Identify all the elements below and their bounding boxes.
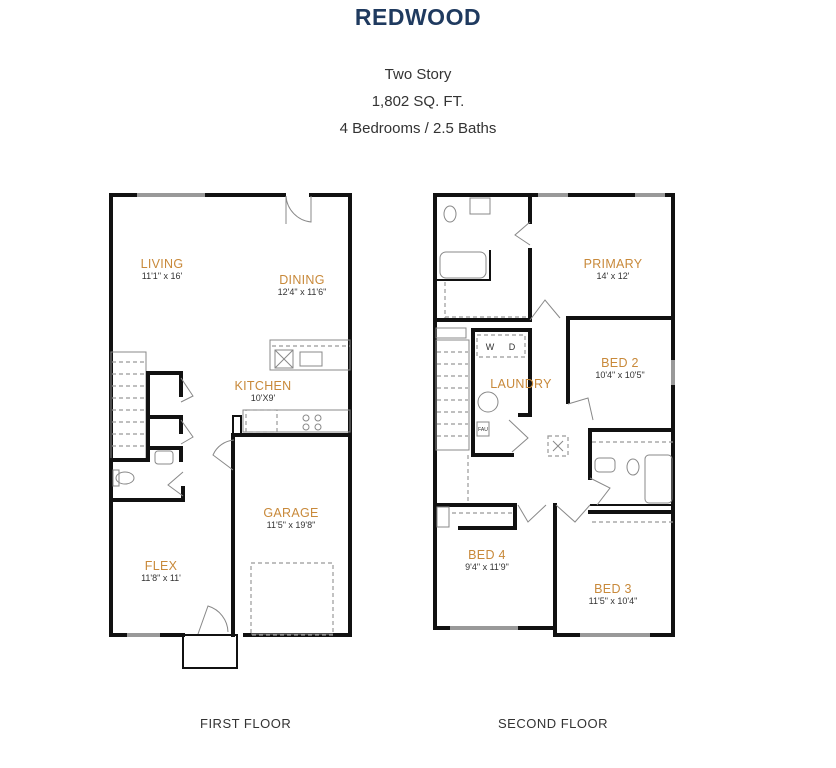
room-dims-kitchen: 10'X9' <box>251 393 276 403</box>
beds-baths-text: 4 Bedrooms / 2.5 Baths <box>339 120 497 137</box>
room-name-kitchen: KITCHEN <box>235 379 292 393</box>
room-name-garage: GARAGE <box>263 506 318 520</box>
room-dims-bed2: 10'4" x 10'5" <box>595 370 644 380</box>
room-dims-flex: 11'8" x 11' <box>141 573 181 583</box>
first-floor-label: FIRST FLOOR <box>200 716 292 731</box>
room-name-primary: PRIMARY <box>584 257 643 271</box>
furnace-label: FAU <box>478 427 488 433</box>
room-name-bed4: BED 4 <box>468 548 506 562</box>
room-name-living: LIVING <box>141 257 184 271</box>
plan-title: REDWOOD <box>354 4 482 30</box>
dryer-label: D <box>509 342 516 352</box>
room-dims-living: 11'1" x 16' <box>142 271 183 281</box>
room-dims-garage: 11'5" x 19'8" <box>267 520 316 530</box>
room-name-dining: DINING <box>279 273 325 287</box>
first-floor-plan <box>109 193 352 669</box>
room-name-bed2: BED 2 <box>601 356 639 370</box>
room-name-bed3: BED 3 <box>594 582 632 596</box>
room-dims-bed3: 11'5" x 10'4" <box>589 596 638 606</box>
stories-text: Two Story <box>384 66 452 83</box>
area-text: 1,802 SQ. FT. <box>371 93 465 110</box>
washer-label: W <box>486 342 495 352</box>
second-floor-plan: W D FAU <box>433 193 675 637</box>
room-dims-primary: 14' x 12' <box>597 271 630 281</box>
room-name-laundry: LAUNDRY <box>490 377 552 391</box>
room-name-flex: FLEX <box>145 559 178 573</box>
room-dims-bed4: 9'4" x 11'9" <box>465 562 509 572</box>
room-dims-dining: 12'4" x 11'6" <box>278 287 327 297</box>
second-floor-label: SECOND FLOOR <box>498 716 609 731</box>
